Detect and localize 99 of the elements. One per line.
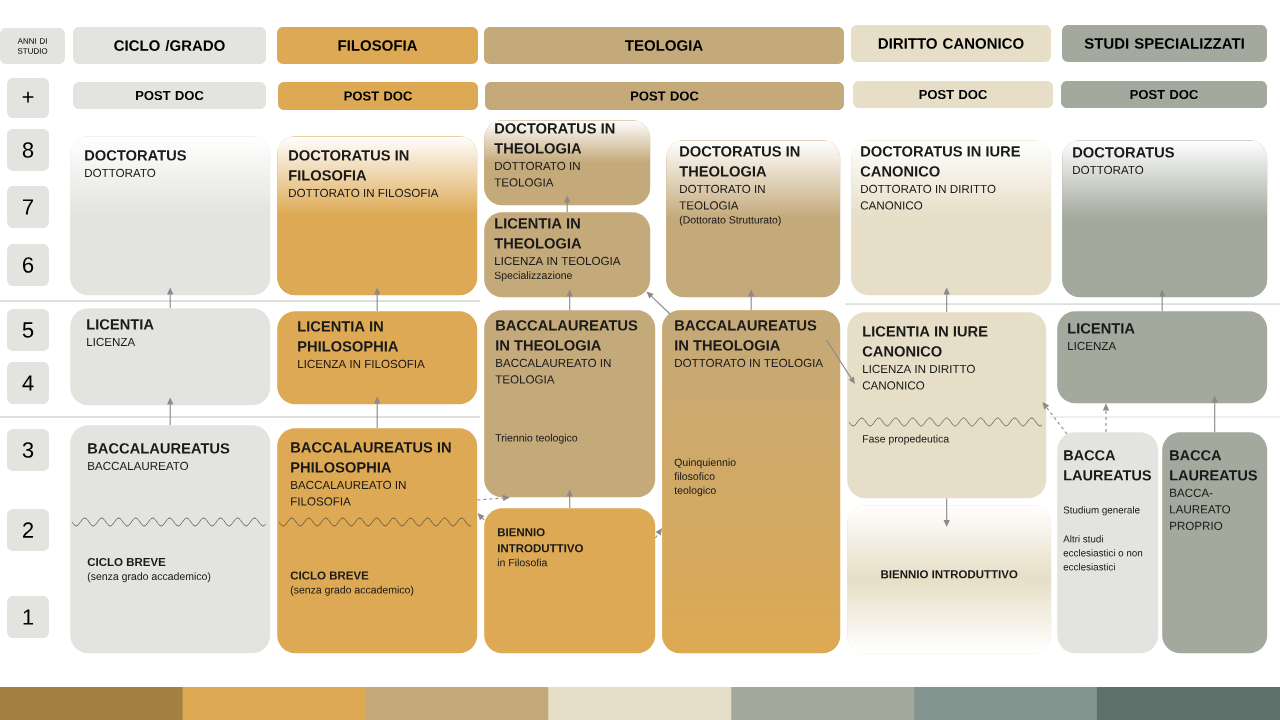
degree-subtitle: LICENZA <box>1068 341 1117 351</box>
year-box: 2 <box>7 509 49 551</box>
degree-box <box>1162 432 1268 654</box>
arrow <box>646 291 671 315</box>
year-box: 4 <box>7 362 49 404</box>
degree-subtitle: BACCALAUREATO IN TEOLOGIA <box>495 358 611 384</box>
cycle-title: CICLO BREVE <box>87 557 166 567</box>
degree-title: BACCA LAUREATUS <box>1064 450 1151 481</box>
note-text: Triennio teologico <box>495 433 578 444</box>
color-bar <box>1096 687 1280 720</box>
header-box: ANNI DI STUDIO <box>0 28 65 64</box>
degree-box <box>70 308 271 406</box>
degree-subtitle: BACCALAUREATO <box>88 461 189 471</box>
degree-box <box>666 140 841 298</box>
cycle-title: CICLO BREVE <box>290 571 369 580</box>
degree-title: BACCALAUREATUS <box>88 443 230 454</box>
color-bar <box>365 687 549 720</box>
degree-subtitle: BACCA- LAUREATO PROPRIO <box>1170 488 1231 530</box>
degree-box <box>1062 140 1268 298</box>
degree-box <box>662 310 841 654</box>
column-header: FILOSOFIA <box>277 27 478 64</box>
degree-box <box>1057 432 1159 654</box>
post-doc-bar: POST DOC <box>853 81 1053 108</box>
degree-title: DOCTORATUS IN THEOLOGIA <box>679 146 800 177</box>
note-text: Studium generale <box>1063 506 1140 516</box>
post-doc-bar: POST DOC <box>278 82 478 110</box>
degree-subtitle: DOTTORATO IN TEOLOGIA <box>679 184 765 210</box>
degree-box <box>847 312 1047 499</box>
degree-box <box>277 311 478 405</box>
cycle-title: BIENNIO INTRODUTTIVO <box>498 528 583 553</box>
degree-title: LICENTIA <box>1068 323 1135 334</box>
degree-subtitle: LICENZA <box>87 337 136 347</box>
color-bar <box>548 687 732 720</box>
degree-title: LICENTIA <box>87 319 154 330</box>
year-box: 1 <box>7 596 49 638</box>
post-doc-bar: POST DOC <box>1061 81 1267 108</box>
degree-subtitle: BACCALAUREATO IN FILOSOFIA <box>291 480 406 506</box>
degree-box <box>484 508 656 654</box>
cycle-title: BIENNIO INTRODUTTIVO <box>881 570 1018 579</box>
degree-subtitle: DOTTORATO IN FILOSOFIA <box>289 188 439 198</box>
year-box: 6 <box>7 244 49 286</box>
column-header: STUDI SPECIALIZZATI <box>1062 25 1267 62</box>
note-text: Altri studi ecclesiastici o non ecclesiastici <box>1063 535 1143 571</box>
year-box: + <box>7 78 49 118</box>
degree-title: DOCTORATUS IN IURE CANONICO <box>860 146 1020 177</box>
arrow <box>477 513 485 521</box>
note-text: (Dottorato Strutturato) <box>679 215 781 226</box>
post-doc-bar: POST DOC <box>73 82 266 109</box>
note-text: in Filosofia <box>497 558 548 567</box>
degree-box <box>484 212 651 298</box>
degree-title: BACCA LAUREATUS <box>1170 450 1257 481</box>
column-header: DIRITTO CANONICO <box>851 25 1051 62</box>
color-bar <box>0 687 184 720</box>
degree-title: DOCTORATUS IN THEOLOGIA <box>494 123 615 154</box>
degree-title: LICENTIA IN IURE CANONICO <box>862 326 988 357</box>
color-bar <box>182 687 366 720</box>
column-header: CICLO /GRADO <box>73 27 266 64</box>
year-box: 3 <box>7 429 49 471</box>
degree-box <box>484 310 656 498</box>
degree-box <box>847 505 1052 654</box>
post-doc-bar: POST DOC <box>485 82 844 110</box>
degree-box <box>277 428 478 654</box>
note-text: Specializzazione <box>494 271 572 282</box>
degree-title: LICENTIA IN PHILOSOPHIA <box>298 321 399 352</box>
degree-subtitle: DOTTORATO IN TEOLOGIA <box>675 358 824 368</box>
degree-box <box>1057 311 1268 404</box>
degree-box <box>70 425 271 654</box>
degree-title: DOCTORATUS <box>1073 147 1174 158</box>
year-box: 7 <box>7 186 49 228</box>
note-text: (senza grado accademico) <box>87 572 211 583</box>
degree-subtitle: LICENZA IN TEOLOGIA <box>495 256 621 266</box>
arrow <box>1042 402 1068 435</box>
degree-subtitle: DOTTORATO <box>85 168 156 178</box>
year-box: 8 <box>7 129 49 171</box>
degree-box <box>70 136 271 296</box>
arrow <box>825 339 855 384</box>
note-text: Fase propedeutica <box>863 434 950 445</box>
color-bar <box>731 687 915 720</box>
year-box: 5 <box>7 309 49 351</box>
column-header: TEOLOGIA <box>484 27 844 64</box>
degree-box <box>277 136 478 296</box>
degree-title: BACCALAUREATUS IN PHILOSOPHIA <box>291 442 451 473</box>
degree-subtitle: DOTTORATO IN DIRITTO CANONICO <box>860 184 996 210</box>
degree-title: BACCALAUREATUS IN THEOLOGIA <box>496 320 638 351</box>
degree-title: LICENTIA IN THEOLOGIA <box>494 218 582 249</box>
arrow <box>654 528 662 539</box>
degree-box <box>484 120 651 206</box>
note-text: Quinquiennio filosofico teologico <box>674 458 736 497</box>
degree-title: DOCTORATUS IN FILOSOFIA <box>289 150 409 181</box>
degree-title: DOCTORATUS <box>85 150 186 161</box>
degree-subtitle: LICENZA IN FILOSOFIA <box>298 359 425 369</box>
degree-subtitle: DOTTORATO <box>1073 165 1144 175</box>
degree-box <box>851 140 1052 296</box>
arrow <box>943 497 950 527</box>
note-text: (senza grado accademico) <box>290 585 414 596</box>
color-bar <box>914 687 1098 720</box>
degree-subtitle: LICENZA IN DIRITTO CANONICO <box>862 364 975 390</box>
degree-subtitle: DOTTORATO IN TEOLOGIA <box>494 161 580 187</box>
degree-title: BACCALAUREATUS IN THEOLOGIA <box>675 320 817 351</box>
